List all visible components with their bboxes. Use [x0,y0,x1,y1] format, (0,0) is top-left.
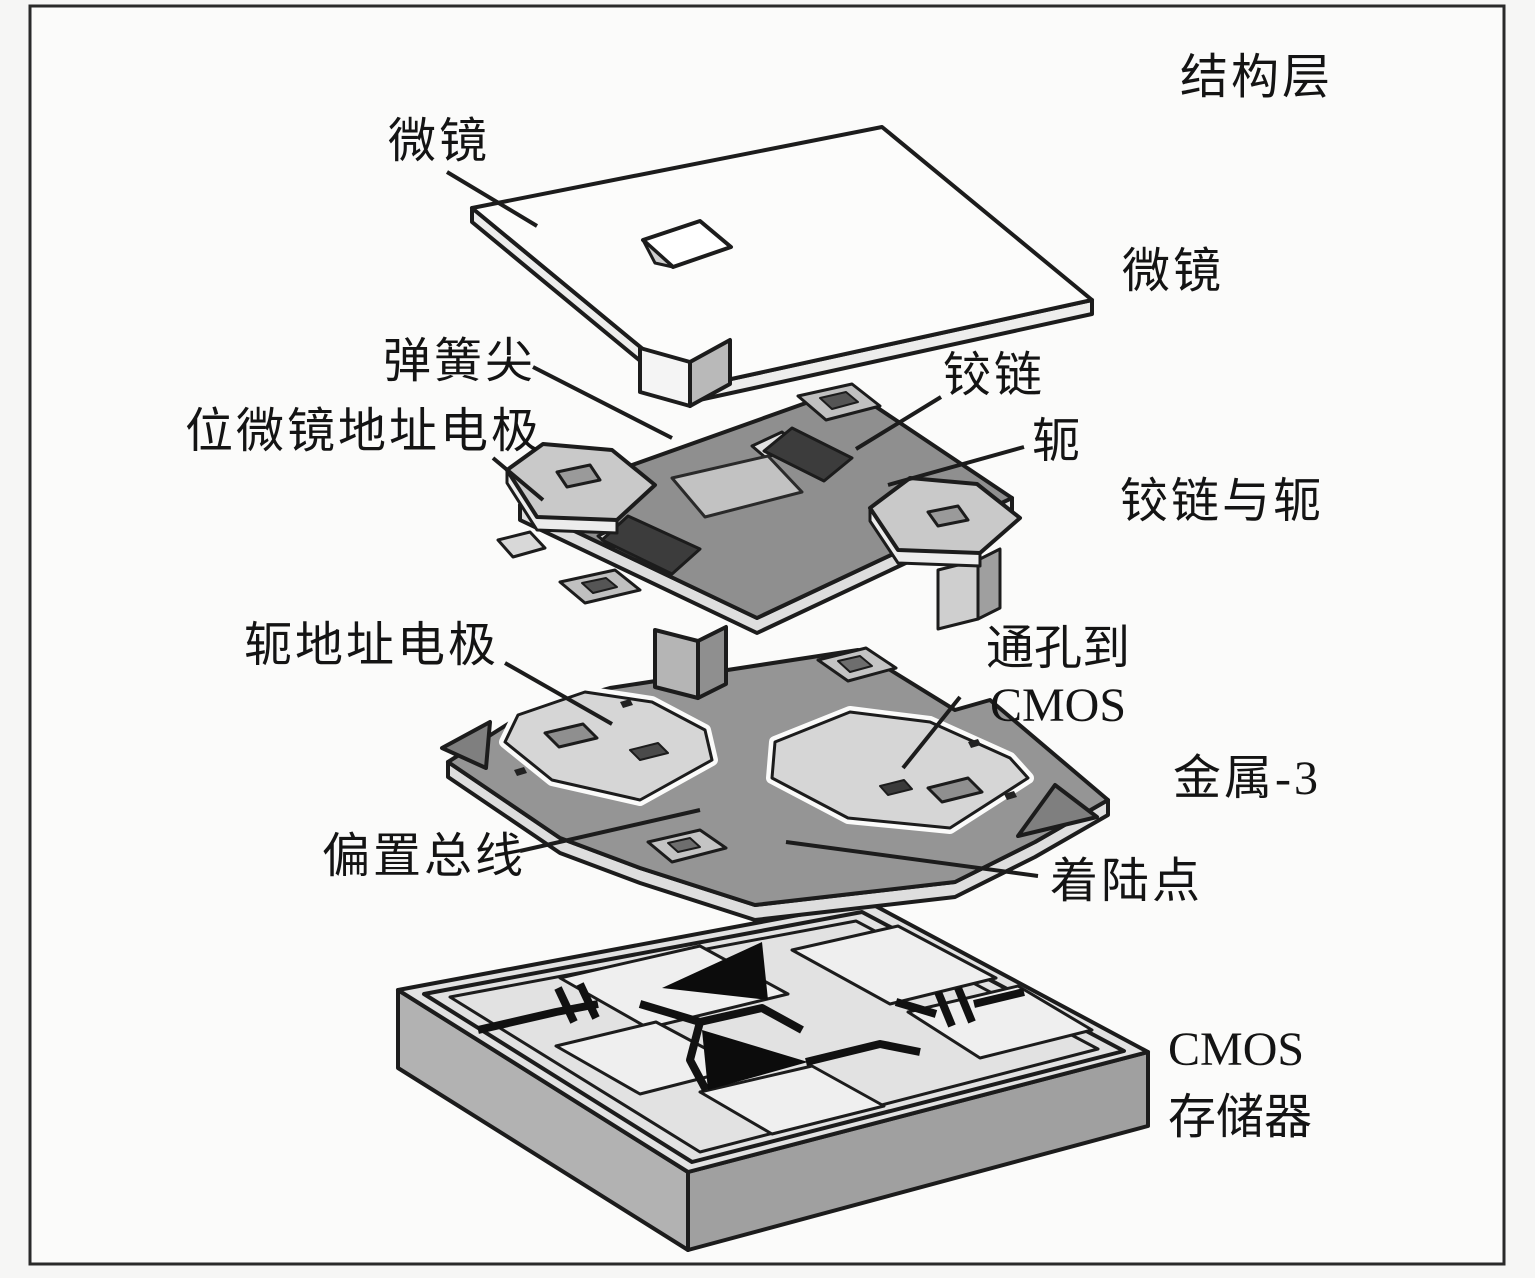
label-via-to-cmos: 通孔到 CMOS [968,608,1148,733]
leader-yoke [887,445,1025,487]
metal3-corner-triangle-right [1016,783,1099,838]
yoke-plate [670,454,804,519]
label-mirror-address-electrode: 位微镜地址电极 [185,405,543,458]
hinge-post-right-face [696,625,728,700]
leader-mirror-address-electrode [491,456,545,502]
micromirror-layer [470,125,1094,408]
label-yoke: 轭 [1032,415,1084,468]
leader-via-to-cmos [901,695,962,770]
metal3-electrode-pad-left [503,690,714,802]
metal3-vias [514,646,1017,864]
leader-lines [445,170,1039,878]
cmos-transistor-arrow-lower [702,1030,808,1090]
leader-hinge [854,395,943,451]
label-layer-hinge-yoke: 铰链与轭 [1120,475,1325,528]
label-layer-cmos: CMOS 存储器 [1168,1022,1368,1147]
label-via-to-cmos-line2: CMOS [989,679,1127,732]
label-hinge: 铰链 [943,349,1046,402]
label-spring-tip: 弹簧尖 [383,335,537,388]
label-via-to-cmos-line1: 通孔到 [985,622,1130,675]
label-structure-layer: 结构层 [1180,51,1334,104]
label-landing-site: 着陆点 [1050,855,1204,908]
label-micromirror: 微镜 [388,115,491,168]
label-bias-bus: 偏置总线 [322,830,527,883]
metal3-corner-triangle-left [440,720,492,770]
leader-yoke-address-electrode [504,661,613,726]
hinge-tab-west [496,530,547,559]
mirror-via-flap [641,238,675,269]
leader-spring-tip [532,365,673,440]
hinge-post-front-face [653,628,700,700]
hinge-bar-upper [762,426,854,483]
label-layer-cmos-line1: CMOS [1168,1023,1305,1076]
label-layer-cmos-line2: 存储器 [1168,1091,1313,1144]
label-layer-metal3: 金属-3 [1173,752,1321,805]
mirror-post-front [638,346,692,408]
metal3-layer [440,646,1110,922]
leader-bias-bus [519,808,701,853]
leader-landing-site [785,840,1039,878]
cmos-transistor-arrow-upper [662,942,768,1000]
via-to-cmos-target [879,779,913,796]
leader-mirror [445,170,539,228]
metal3-electrode-pad-right [770,710,1030,830]
label-yoke-address-electrode: 轭地址电极 [244,619,500,672]
cmos-substrate-layer [396,900,1150,1252]
label-layer-mirror: 微镜 [1122,245,1225,298]
cmos-traces [477,982,1025,1092]
